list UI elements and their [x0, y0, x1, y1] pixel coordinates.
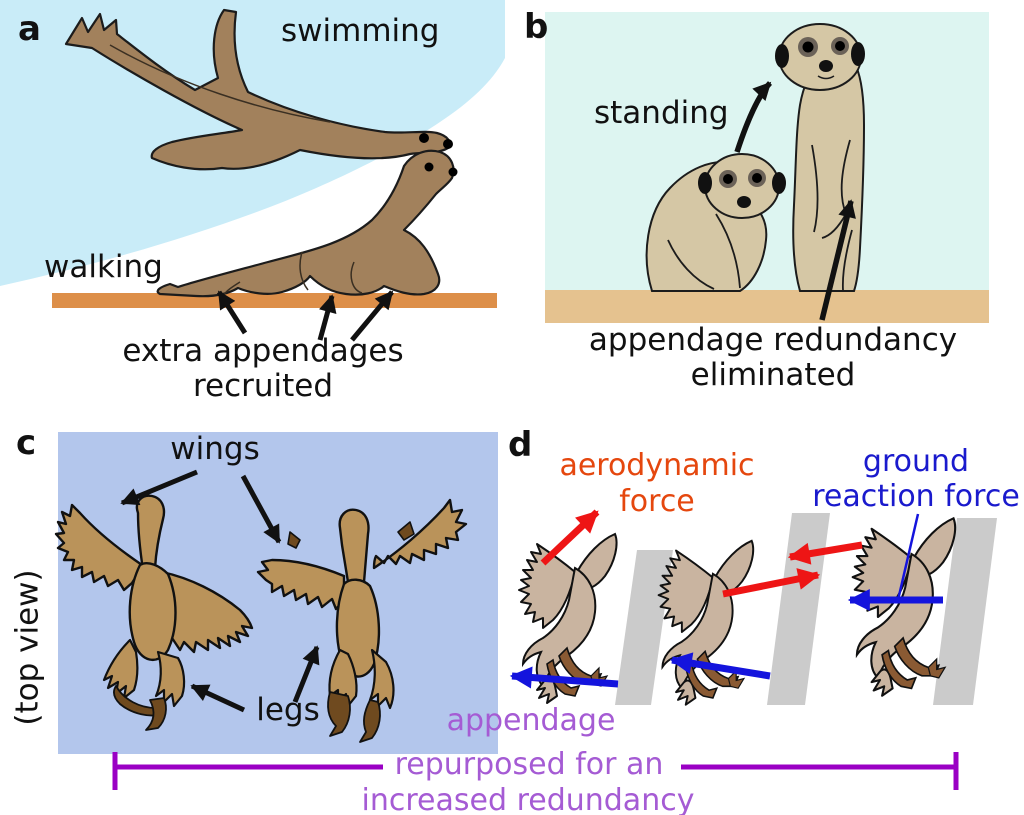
panel-a-letter: a — [18, 9, 41, 49]
sitting-meerkat-ear-left — [698, 172, 712, 194]
ground-reaction-force-arrows — [509, 589, 943, 689]
standing-meerkat-head — [778, 23, 862, 91]
panel-d-letter: d — [508, 425, 533, 465]
legs-label: legs — [256, 692, 320, 728]
wings-label: wings — [170, 431, 260, 467]
arrow-legs-left — [190, 683, 246, 713]
panel-d-art — [509, 509, 997, 706]
extra-appendages-arrows — [216, 290, 394, 342]
bottom-caption-line2: repurposed for an — [394, 747, 664, 782]
panel-a-caption-line1: extra appendages — [122, 333, 404, 369]
ground-reaction-force-label-line1: ground — [862, 444, 970, 479]
bird-top-view-2 — [256, 498, 468, 743]
bird-climbing-2 — [657, 539, 755, 706]
red-arrow-2 — [787, 541, 863, 565]
incline-slab-3 — [933, 518, 997, 705]
panel-b-caption-line1: appendage redundancy — [588, 322, 958, 358]
ground-bar-b — [545, 290, 989, 323]
panel-b-art — [545, 12, 989, 323]
ground-bar-a — [52, 293, 497, 308]
swimming-sea-lion-nose — [443, 139, 453, 149]
standing-curved-arrow — [734, 81, 773, 153]
arrow-legs-right — [292, 645, 320, 703]
standing-label: standing — [594, 95, 729, 131]
bottom-caption-line3: increased redundancy — [361, 783, 695, 815]
sitting-meerkat-head — [704, 153, 780, 219]
panel-c-art — [54, 432, 498, 754]
panel-c-arrows — [120, 469, 320, 713]
incline-slab-1 — [615, 550, 673, 705]
sitting-meerkat-nose — [737, 196, 751, 208]
panel-c-letter: c — [16, 423, 37, 463]
panel-a-art — [0, 0, 505, 342]
bird-top-view-1 — [54, 494, 254, 731]
aerodynamic-force-label-line1: aerodynamic — [559, 448, 755, 483]
walking-sea-lion-eye — [424, 162, 434, 172]
panel-b-letter: b — [524, 7, 549, 47]
swimming-sea-lion-eye — [419, 133, 429, 143]
ground-reaction-force-label-line2: reaction force — [812, 479, 1020, 514]
swimming-label: swimming — [281, 13, 440, 49]
standing-meerkat-nose — [819, 60, 833, 72]
sitting-meerkat-ear-right — [772, 172, 786, 194]
redundancy-arrow — [819, 199, 856, 321]
aerodynamic-force-label-line2: force — [619, 484, 695, 519]
standing-meerkat-ear-left — [775, 44, 789, 68]
aerodynamic-force-arrows — [540, 509, 863, 598]
repurposed-bracket — [112, 752, 959, 790]
grf-pointer-line — [896, 513, 920, 601]
blue-arrow-1 — [509, 666, 619, 689]
panel-a-caption-line2: recruited — [192, 368, 334, 404]
arrow-front-flipper — [216, 290, 248, 335]
bird-climbing-3 — [851, 517, 957, 697]
standing-meerkat-ear-right — [851, 42, 865, 66]
meerkat-standing — [775, 23, 866, 292]
arrow-wings-left — [120, 469, 198, 506]
arrow-hind-flipper — [350, 290, 394, 342]
incline-slab-2 — [767, 513, 830, 705]
bottom-caption-line1: appendage — [446, 703, 616, 738]
top-view-label: (top view) — [9, 569, 46, 726]
arrow-wings-right — [240, 474, 282, 544]
walking-label: walking — [44, 249, 163, 285]
red-arrow-3 — [722, 568, 821, 598]
arrow-belly-flipper — [317, 294, 337, 341]
blue-arrow-2 — [669, 652, 771, 680]
meerkat-sitting — [645, 153, 786, 292]
red-arrow-1 — [540, 509, 600, 566]
panel-b-caption-line2: eliminated — [690, 357, 856, 393]
walking-sea-lion-nose — [448, 167, 458, 177]
